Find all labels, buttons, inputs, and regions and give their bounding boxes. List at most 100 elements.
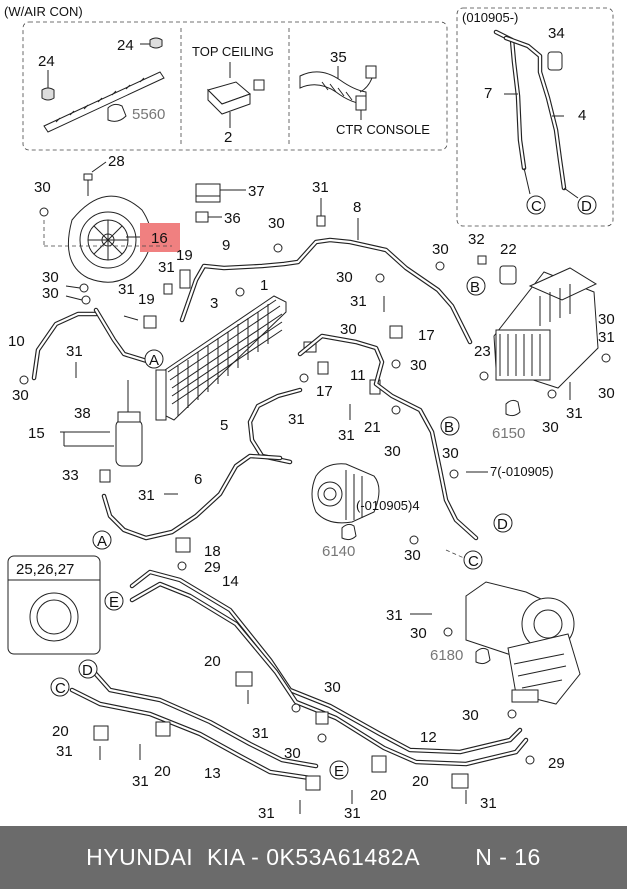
inset-date: (010905-) <box>462 10 518 25</box>
footer-spacer <box>420 844 475 871</box>
callout-17b: 17 <box>418 327 435 344</box>
callout-31f: 31 <box>598 329 615 346</box>
footer-brand: HYUNDAI KIA - 0K53A61482A <box>86 844 421 870</box>
callout-B2: B <box>444 419 454 436</box>
callout-32: 32 <box>468 231 485 248</box>
callout-A2: A <box>97 533 107 550</box>
receiver-drier-15 <box>60 380 143 467</box>
callout-A1: A <box>149 352 159 369</box>
callout-20e: 20 <box>412 773 429 790</box>
callout-c4b: (-010905)4 <box>356 498 420 513</box>
top-ceiling-label: TOP CEILING <box>192 44 274 59</box>
callout-30a: 30 <box>34 179 51 196</box>
callout-30i: 30 <box>598 311 615 328</box>
callout-31a: 31 <box>312 179 329 196</box>
callout-C1: C <box>531 198 542 215</box>
pipe-9 <box>179 237 473 345</box>
callout-6180: 6180 <box>430 647 463 664</box>
sensor-part-2 <box>207 62 265 128</box>
callout-12: 12 <box>420 729 437 746</box>
callout-C3: C <box>55 680 66 697</box>
callout-31q: 31 <box>258 805 275 822</box>
callout-6: 6 <box>194 471 202 488</box>
callout-25-26-27: 25,26,27 <box>16 561 74 578</box>
evaporator-unit <box>493 267 599 389</box>
highlight-label-16[interactable]: 16 <box>151 230 168 247</box>
condenser-fan <box>67 173 152 283</box>
callout-30j: 30 <box>598 385 615 402</box>
callout-30k: 30 <box>410 357 427 374</box>
callout-35: 35 <box>330 49 347 66</box>
callout-23: 23 <box>474 343 491 360</box>
callout-1: 1 <box>260 277 268 294</box>
callout-5560: 5560 <box>132 106 165 123</box>
callout-20c: 20 <box>154 763 171 780</box>
callout-30n: 30 <box>442 445 459 462</box>
compressor <box>311 463 380 524</box>
callout-31d: 31 <box>350 293 367 310</box>
pipe-13 <box>69 669 319 781</box>
callout-38: 38 <box>74 405 91 422</box>
callout-31j: 31 <box>138 487 155 504</box>
callout-24b: 24 <box>38 53 55 70</box>
callout-31o: 31 <box>344 805 361 822</box>
callout-17a: 17 <box>316 383 333 400</box>
callout-30l: 30 <box>384 443 401 460</box>
callout-20b: 20 <box>52 723 69 740</box>
callout-28: 28 <box>108 153 125 170</box>
duct-part-35 <box>299 65 377 120</box>
callout-30m: 30 <box>542 419 559 436</box>
oring-box <box>7 555 101 655</box>
callout-30e: 30 <box>42 269 59 286</box>
callout-31g: 31 <box>288 411 305 428</box>
callout-30b: 30 <box>268 215 285 232</box>
callout-33: 33 <box>62 467 79 484</box>
callout-30o: 30 <box>404 547 421 564</box>
callout-9: 9 <box>222 237 230 254</box>
callout-30s: 30 <box>462 707 479 724</box>
callout-31l: 31 <box>252 725 269 742</box>
callout-31h: 31 <box>338 427 355 444</box>
bracket-36 <box>195 211 222 223</box>
callout-15: 15 <box>28 425 45 442</box>
callout-37: 37 <box>248 183 265 200</box>
pipe-10 <box>31 307 153 381</box>
callout-31i: 31 <box>566 405 583 422</box>
callout-4a: 4 <box>578 107 586 124</box>
callout-31e: 31 <box>66 343 83 360</box>
callout-D2: D <box>497 516 508 533</box>
callout-19b: 19 <box>138 291 155 308</box>
callout-13: 13 <box>204 765 221 782</box>
callout-30f: 30 <box>42 285 59 302</box>
footer-bar: HYUNDAI KIA - 0K53A61482A N - 16 <box>0 826 627 889</box>
callout-20a: 20 <box>204 653 221 670</box>
callout-14: 14 <box>222 573 239 590</box>
callout-21: 21 <box>364 419 381 436</box>
callout-24a: 24 <box>117 37 134 54</box>
callout-E2: E <box>334 763 344 780</box>
callout-E1: E <box>109 594 119 611</box>
callout-31b: 31 <box>158 259 175 276</box>
callout-7b: 7(-010905) <box>490 464 554 479</box>
callout-10: 10 <box>8 333 25 350</box>
pipe-11 <box>297 333 479 541</box>
callout-30d: 30 <box>336 269 353 286</box>
callout-5: 5 <box>220 417 228 434</box>
callout-30g: 30 <box>12 387 29 404</box>
callout-D1: D <box>581 198 592 215</box>
callout-34: 34 <box>548 25 565 42</box>
variant-note: (W/AIR CON) <box>4 4 83 19</box>
relay-37 <box>195 183 246 203</box>
condenser-3 <box>155 295 287 421</box>
callout-3: 3 <box>210 295 218 312</box>
callout-31c: 31 <box>118 281 135 298</box>
callout-30h: 30 <box>340 321 357 338</box>
callout-29b: 29 <box>548 755 565 772</box>
callout-30c: 30 <box>432 241 449 258</box>
callout-20d: 20 <box>370 787 387 804</box>
callout-8: 8 <box>353 199 361 216</box>
callout-30p: 30 <box>410 625 427 642</box>
blower-unit <box>465 581 581 705</box>
weatherstrip-24 <box>41 37 165 133</box>
callout-31p: 31 <box>480 795 497 812</box>
